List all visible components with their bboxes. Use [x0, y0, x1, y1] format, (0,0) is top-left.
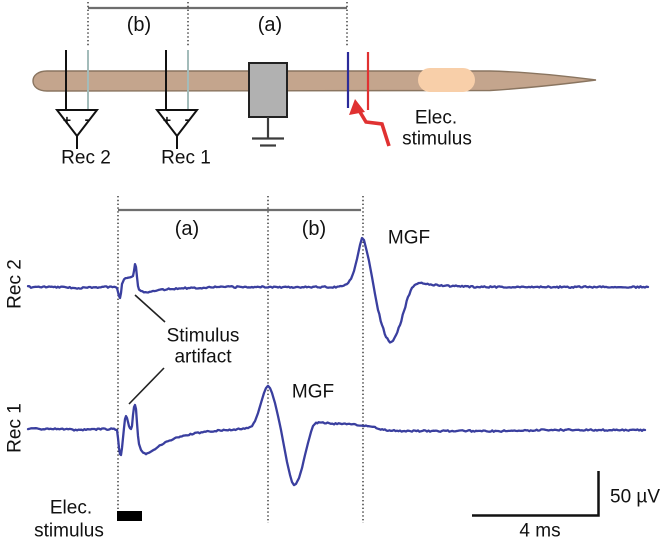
- rec2-amp-minus-sign: -: [84, 111, 90, 127]
- rec2-amp-plus-sign: +: [62, 112, 72, 128]
- ground-electrode-box: [248, 62, 288, 118]
- rec1-trace-label: Rec 1: [4, 403, 26, 453]
- traces-span-b-label: (b): [301, 218, 327, 240]
- stimulus-duration-bar: [117, 511, 142, 521]
- voltage-scale-label: 50 µV: [610, 486, 661, 508]
- nerve-ganglion-segment: [418, 68, 475, 92]
- traces-stimulus-label-line1: Elec.: [49, 497, 93, 519]
- schematic-span-b-label: (b): [126, 14, 152, 36]
- rec2-amplifier-triangle: [54, 109, 100, 138]
- stimulus-arrow-head: [349, 99, 365, 115]
- schematic-span-a-label: (a): [257, 14, 283, 36]
- artifact-pointer-rec1: [128, 367, 165, 405]
- rec1-trace: [26, 384, 647, 487]
- rec2-amplifier-label: Rec 2: [61, 147, 111, 169]
- rec1-amplifier-label: Rec 1: [161, 147, 211, 169]
- rec1-amp-plus-sign: +: [162, 112, 172, 128]
- schematic-stimulus-label-line2: stimulus: [402, 128, 472, 150]
- time-scale-label: 4 ms: [519, 520, 561, 542]
- schematic-stimulus-label-line1: Elec.: [414, 107, 458, 129]
- stimulus-artifact-label-line2: artifact: [174, 346, 232, 368]
- rec1-amp-minus-sign: -: [184, 111, 190, 127]
- mgf-label-rec2: MGF: [387, 227, 431, 249]
- rec2-trace: [26, 236, 650, 344]
- traces-stimulus-label-line2: stimulus: [34, 520, 104, 542]
- stimulus-arrow-shaft: [358, 111, 391, 147]
- scale-bars: [472, 471, 600, 517]
- rec1-amplifier-triangle: [154, 109, 200, 138]
- nerve-body: [32, 70, 597, 92]
- stimulus-artifact-label-line1: Stimulus: [166, 325, 240, 347]
- artifact-pointer-rec2: [134, 294, 166, 323]
- rec2-trace-label: Rec 2: [4, 259, 26, 309]
- mgf-label-rec1: MGF: [291, 381, 335, 403]
- traces-span-a-label: (a): [174, 218, 200, 240]
